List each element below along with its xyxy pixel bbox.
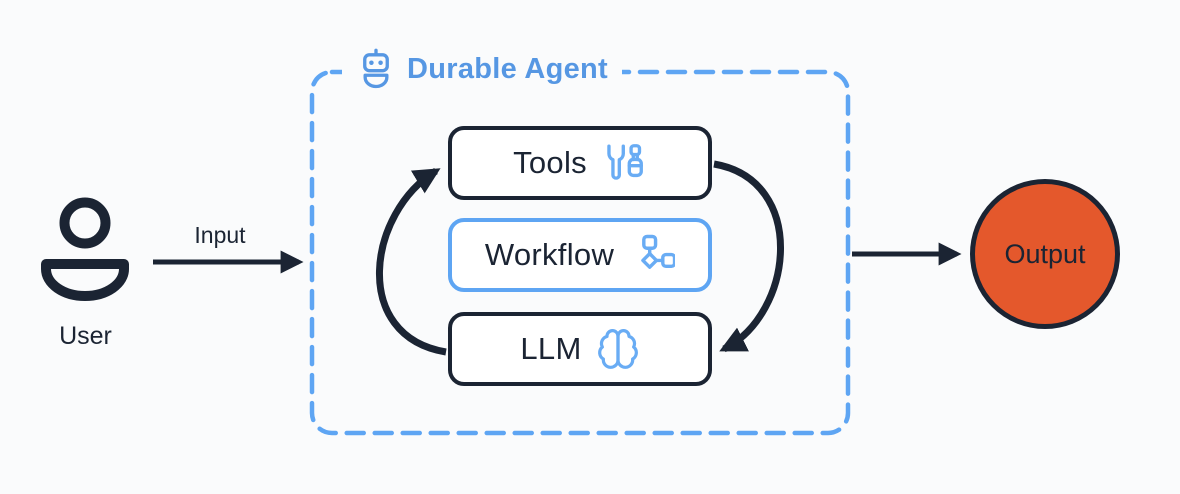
user-label: User	[59, 322, 112, 350]
robot-icon	[363, 48, 389, 89]
wrench-screwdriver-icon	[607, 144, 643, 180]
user-figure	[40, 196, 130, 307]
loop-arc-llm-to-tools	[376, 168, 447, 356]
llm-label: LLM	[520, 331, 582, 366]
workflow-node: Workflow	[448, 218, 712, 292]
agent-title-label: Durable Agent	[407, 52, 609, 85]
tools-label: Tools	[513, 145, 587, 180]
workflow-nodes-icon	[641, 234, 676, 269]
agent-title: Durable Agent	[342, 45, 623, 93]
output-node: Output	[970, 179, 1120, 329]
output-label: Output	[1004, 238, 1086, 269]
loop-arc-tools-to-llm	[713, 160, 784, 353]
input-arrow-label: Input	[194, 222, 246, 248]
brain-icon	[597, 329, 638, 369]
workflow-label: Workflow	[484, 237, 615, 272]
llm-node: LLM	[448, 312, 712, 386]
tools-node: Tools	[448, 126, 712, 200]
person-icon	[41, 197, 129, 301]
